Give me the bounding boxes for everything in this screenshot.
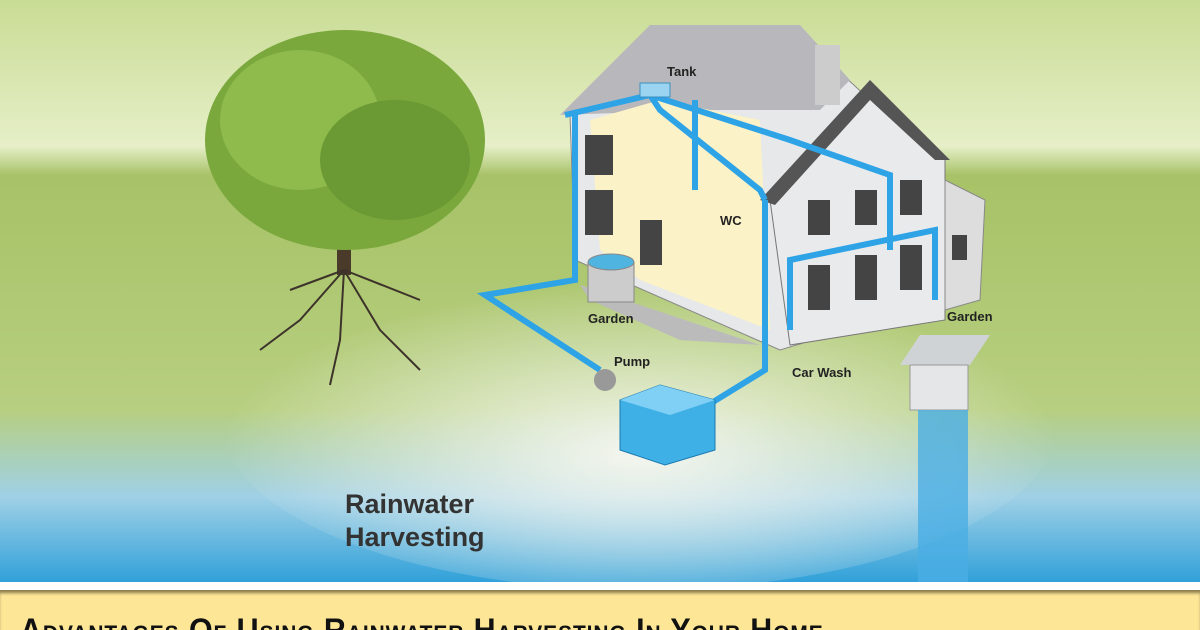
pipes — [476, 91, 938, 413]
label-wc: WC — [720, 213, 742, 228]
headline-text: Advantages Of Using Rainwater Harvesting… — [20, 612, 824, 630]
label-pump: Pump — [614, 354, 651, 369]
garden-barrel — [587, 253, 635, 303]
downspout-well — [900, 335, 990, 585]
headline-banner: Advantages Of Using Rainwater Harvesting… — [0, 590, 1200, 630]
title-line-1: Rainwater — [345, 489, 475, 519]
label-garden-left: Garden — [588, 311, 634, 326]
title-line-2: Harvesting — [345, 522, 485, 552]
tree — [205, 30, 485, 386]
label-garden-right: Garden — [947, 309, 993, 324]
pump — [594, 369, 616, 391]
diagram-title: Rainwater Harvesting — [345, 488, 485, 554]
divider-strip — [0, 582, 1200, 590]
storage-tank — [619, 384, 716, 466]
label-car-wash: Car Wash — [792, 365, 852, 380]
rainwater-harvesting-illustration — [0, 0, 1200, 585]
roof-tank — [639, 82, 671, 98]
label-tank: Tank — [667, 64, 697, 79]
